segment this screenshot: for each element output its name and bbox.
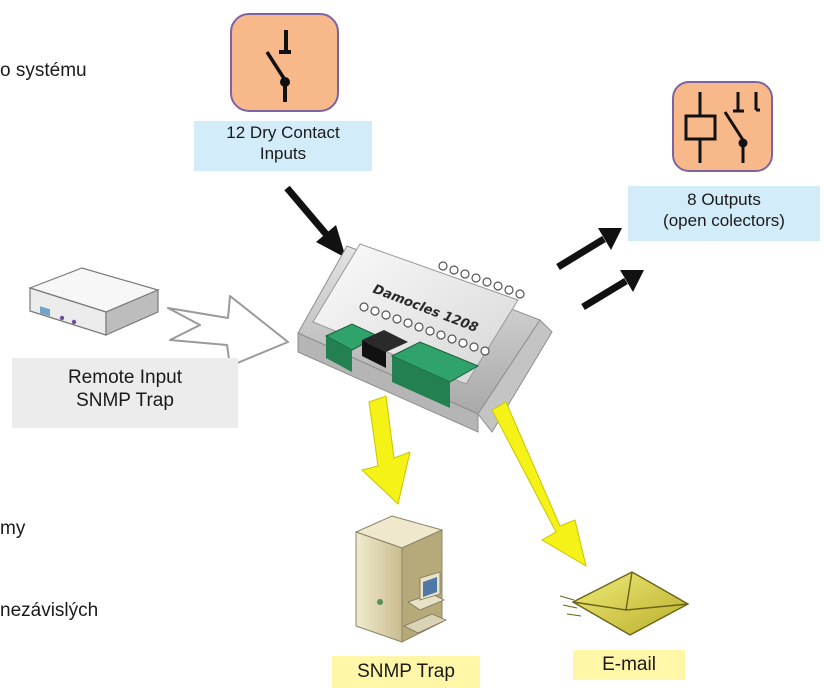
snmp-trap-arrow xyxy=(360,395,411,505)
input-arrow xyxy=(284,185,346,258)
led-row-top xyxy=(438,261,525,299)
connector-block xyxy=(362,330,408,368)
led-row-bottom xyxy=(359,302,490,356)
outputs-label: 8 Outputs (open colectors) xyxy=(628,186,820,241)
remote-input-label-line2: SNMP Trap xyxy=(76,390,174,412)
envelope-icon xyxy=(559,571,690,636)
background-text-line1: o systému xyxy=(0,60,87,81)
server-computer-icon xyxy=(354,515,447,688)
output-arrow-lower xyxy=(581,270,644,310)
outputs-label-line2: (open colectors) xyxy=(663,210,785,230)
inputs-label: 12 Dry Contact Inputs xyxy=(194,121,372,171)
email-label: E-mail xyxy=(573,650,685,680)
remote-input-arrow xyxy=(167,295,289,367)
relay-output-icon xyxy=(672,81,773,172)
background-text-line2: my xyxy=(0,518,26,539)
terminal-block-right xyxy=(390,341,480,408)
remote-input-label: Remote Input SNMP Trap xyxy=(12,358,238,428)
snmp-trap-label: SNMP Trap xyxy=(332,656,480,688)
damocles-device xyxy=(297,243,553,433)
email-arrow xyxy=(491,401,587,568)
outputs-label-line1: 8 Outputs xyxy=(687,190,761,209)
inputs-label-line1: 12 Dry Contact xyxy=(226,123,340,142)
remote-input-label-line1: Remote Input xyxy=(67,367,183,388)
network-device-icon xyxy=(28,267,160,336)
output-arrow-upper xyxy=(556,228,622,270)
dry-contact-switch-icon xyxy=(230,13,339,112)
inputs-label-line2: Inputs xyxy=(259,143,307,163)
background-text-line3: nezávislých xyxy=(0,600,99,621)
